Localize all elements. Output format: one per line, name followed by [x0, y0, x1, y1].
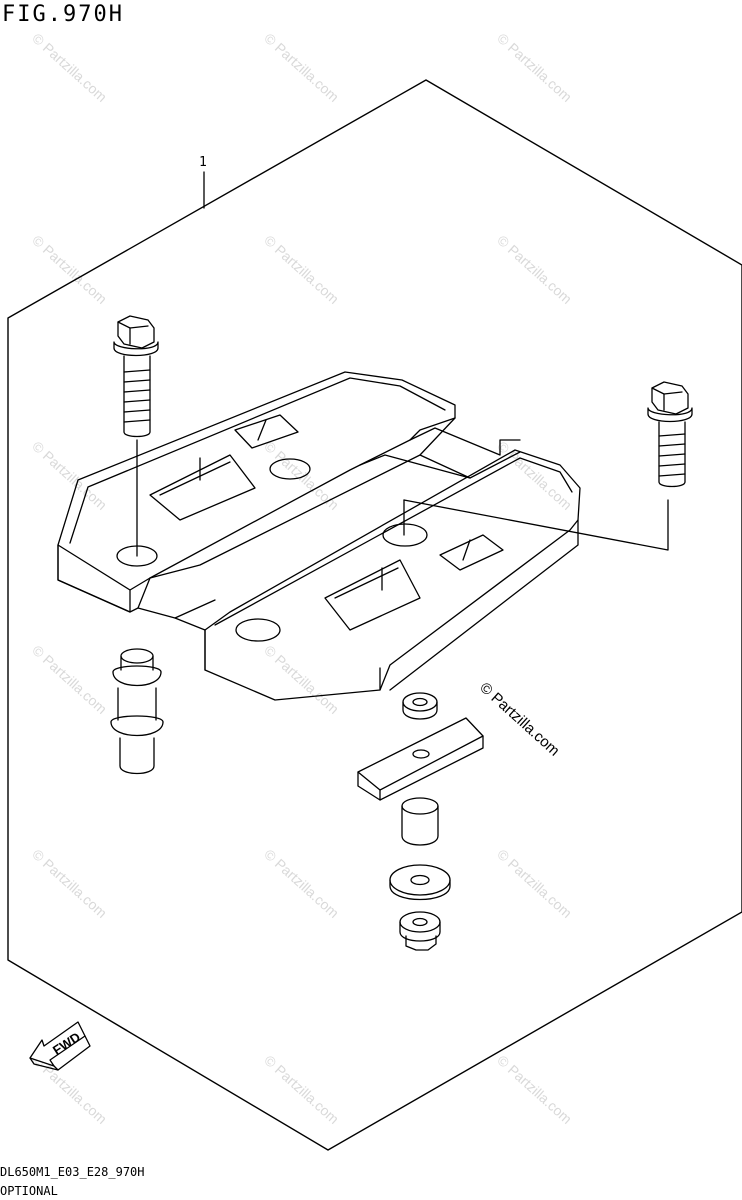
bolt-short	[647, 381, 693, 488]
spacer-collar	[110, 648, 164, 775]
bolt-hole	[269, 458, 311, 480]
bolt-short-leader	[403, 499, 669, 551]
callout-number: 1	[199, 155, 207, 170]
washer-flat	[389, 864, 451, 901]
collar-sleeve	[401, 797, 439, 846]
figure-title: FIG.970H	[2, 2, 124, 27]
bolt-hole	[235, 618, 281, 642]
fwd-arrow-icon: FWD	[29, 1021, 91, 1071]
bolt-hole	[382, 523, 428, 547]
optional-note: OPTIONAL	[0, 1184, 58, 1198]
kit-boundary-outline	[7, 79, 742, 1151]
washer-small	[402, 692, 438, 720]
diagram-code: DL650M1_E03_E28_970H	[0, 1165, 145, 1179]
bolt-long	[113, 315, 159, 438]
flange-nut	[399, 911, 441, 951]
carrier-plate	[57, 371, 581, 701]
rubber-strip	[357, 717, 484, 801]
